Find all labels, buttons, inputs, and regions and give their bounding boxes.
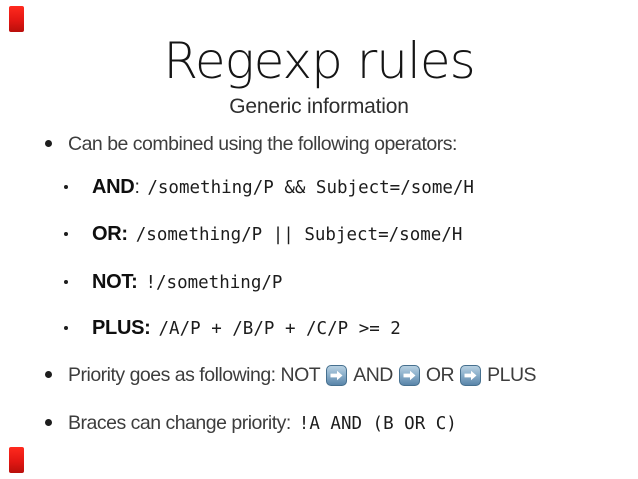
slide-subtitle: Generic information [229,95,409,118]
operator-or-label: OR: [92,223,128,245]
operator-and-label: AND [92,176,135,198]
bullet-priority: Priority goes as following: NOT AND OR PLUS [0,363,638,387]
sub-bullet-icon [64,185,68,189]
operator-and-code: /something/P && Subject=/some/H [147,178,474,198]
operator-or: OR: /something/P || Subject=/some/H [0,222,638,247]
operator-plus-code: /A/P + /B/P + /C/P >= 2 [158,319,401,339]
sub-bullet-icon [64,326,68,330]
sub-bullet-icon [64,280,68,284]
red-corner-tab-top [9,6,24,32]
operator-or-content: OR: /something/P || Subject=/some/H [92,222,638,247]
operator-not: NOT: !/something/P [0,270,638,295]
operator-and-content: AND: /something/P && Subject=/some/H [92,175,638,200]
operator-not-label: NOT: [92,271,138,293]
operator-plus-content: PLUS: /A/P + /B/P + /C/P >= 2 [92,316,638,341]
right-arrow-emoji-icon [460,365,482,386]
bullet-icon [45,371,52,378]
bullet-combined-text: Can be combined using the following oper… [68,133,457,155]
bullet-priority-text: Priority goes as following: NOT AND OR PLUS [68,363,638,387]
operator-or-code: /something/P || Subject=/some/H [135,225,463,245]
red-corner-tab-bottom [9,447,24,473]
operator-plus: PLUS: /A/P + /B/P + /C/P >= 2 [0,316,638,341]
operator-plus-label: PLUS: [92,317,151,339]
priority-prefix: Priority goes as following: NOT [68,364,321,386]
slide-title: Regexp rules [163,32,475,90]
sub-bullet-icon [64,232,68,236]
operator-not-code: !/something/P [145,273,283,293]
bullet-icon [45,419,52,426]
bullet-braces: Braces can change priority: !A AND (B OR … [0,411,638,436]
bullet-icon [45,140,52,147]
priority-step-plus: PLUS [487,364,537,386]
braces-label: Braces can change priority: [68,412,291,434]
priority-step-or: OR [425,364,455,386]
right-arrow-emoji-icon [326,365,348,386]
operator-and: AND: /something/P && Subject=/some/H [0,175,638,200]
bullet-braces-text: Braces can change priority: !A AND (B OR … [68,411,638,436]
priority-step-and: AND [353,364,393,386]
right-arrow-emoji-icon [398,365,420,386]
operator-not-content: NOT: !/something/P [92,270,638,295]
bullet-combined: Can be combined using the following oper… [0,132,638,156]
braces-code: !A AND (B OR C) [298,414,457,434]
operator-and-separator: : [134,176,140,198]
